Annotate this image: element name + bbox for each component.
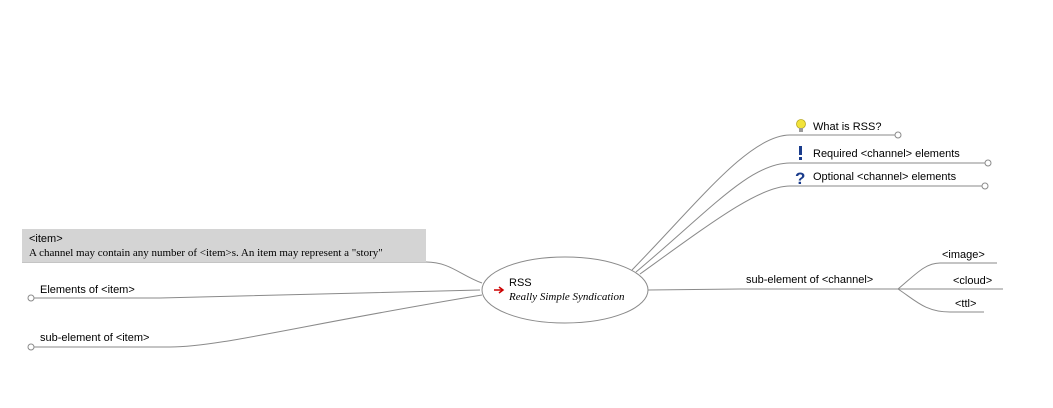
exclamation-icon	[799, 146, 802, 160]
lightbulb-icon	[796, 119, 806, 132]
fold-toggle-what-is-rss[interactable]	[894, 131, 902, 139]
node-sub-element-of-channel[interactable]: sub-element of <channel>	[746, 274, 874, 286]
connector-required	[635, 162, 987, 273]
svg-text:?: ?	[795, 169, 805, 188]
root-subtitle: Really Simple Syndication	[509, 291, 625, 303]
red-arrow-icon	[494, 286, 505, 294]
node-ttl[interactable]: <ttl>	[955, 298, 977, 310]
connector-channel	[647, 288, 898, 291]
node-optional-channel-elements[interactable]: Optional <channel> elements	[813, 171, 957, 183]
node-sub-element-of-item[interactable]: sub-element of <item>	[40, 332, 150, 344]
item-note-node[interactable]: <item> A channel may contain any number …	[22, 229, 426, 262]
connector-what-is-rss	[631, 134, 898, 271]
root-title: RSS	[509, 277, 532, 289]
connector-optional	[639, 185, 984, 275]
connector-image	[897, 262, 997, 290]
item-note-title: <item>	[29, 233, 63, 245]
node-cloud[interactable]: <cloud>	[953, 275, 993, 287]
node-elements-of-item[interactable]: Elements of <item>	[40, 284, 135, 296]
connector-item-note	[22, 261, 483, 284]
question-icon: ?	[795, 169, 805, 188]
node-required-channel-elements[interactable]: Required <channel> elements	[813, 148, 960, 160]
connector-ttl	[897, 288, 984, 313]
connector-sub-element	[31, 294, 483, 348]
node-image[interactable]: <image>	[942, 249, 985, 261]
fold-toggle-sub-element[interactable]	[27, 343, 35, 351]
node-what-is-rss[interactable]: What is RSS?	[813, 121, 882, 133]
fold-toggle-required[interactable]	[984, 159, 992, 167]
item-note-body: A channel may contain any number of <ite…	[29, 247, 383, 259]
root-node[interactable]	[481, 256, 649, 324]
fold-toggle-elements[interactable]	[27, 294, 35, 302]
connector-elements	[31, 289, 481, 299]
fold-toggle-optional[interactable]	[981, 182, 989, 190]
